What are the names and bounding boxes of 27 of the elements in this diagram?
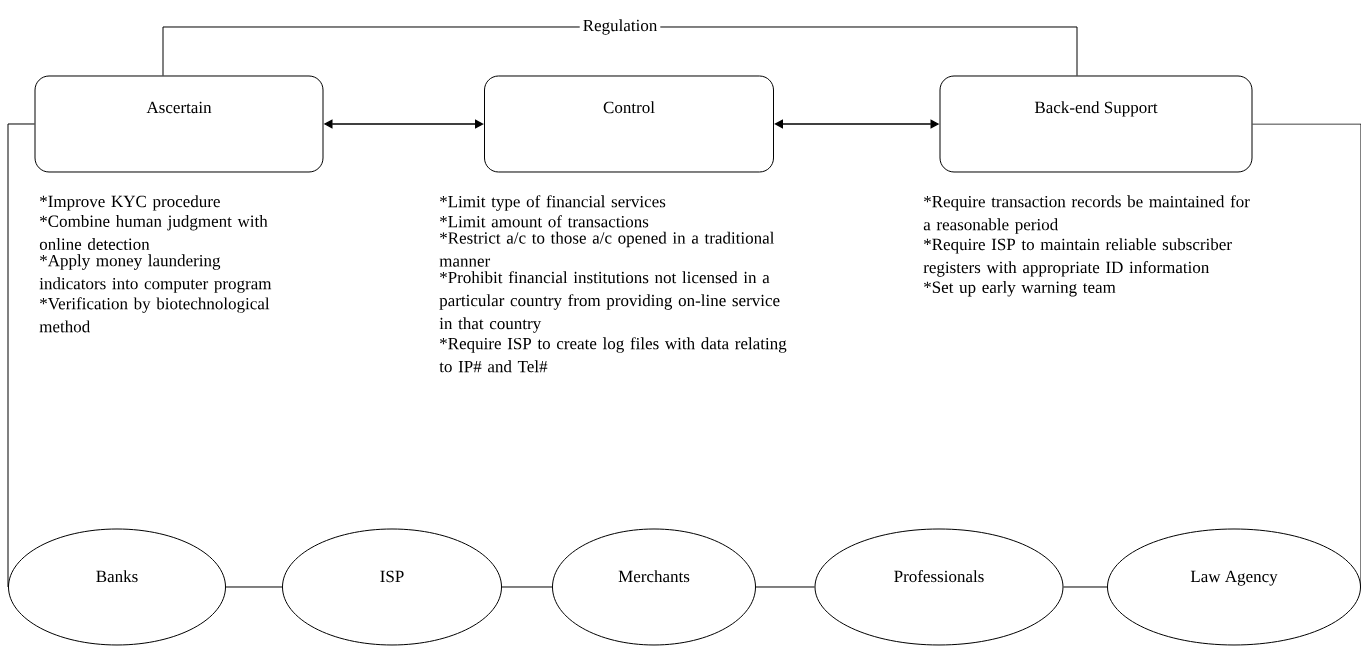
bullet-text: *Limit type of financial services (440, 195, 666, 211)
bullet-text: *Limit amount of transactions (440, 215, 649, 228)
bullet-text: *Apply money laundering indicators into computer program (39, 254, 272, 293)
process-box: Control (484, 75, 774, 173)
connector-line (1063, 586, 1108, 588)
bullet-text: *Improve KYC procedure (40, 195, 220, 211)
bullet-text: *Set up early warning team (924, 281, 1116, 297)
ellipse-node: Professionals (814, 528, 1064, 646)
bullet-text: *Require ISP to create log files with data relating to IP# and Tel# (439, 337, 787, 373)
edge-label: Regulation (579, 16, 661, 38)
ellipse-node: Merchants (552, 528, 756, 646)
bullet-text: *Prohibit financial institutions not licensed in a particular country from providing on-line service in that country (439, 271, 780, 333)
ellipse-node: Law Agency (1107, 528, 1361, 646)
process-box: Back-end Support (939, 75, 1253, 173)
bullet-text: *Require transaction records be maintained for a reasonable period (923, 195, 1250, 234)
connector-line (162, 26, 1078, 76)
ellipse-node: ISP (282, 528, 502, 646)
bullet-text: *Require ISP to maintain reliable subscriber registers with appropriate ID information (923, 238, 1232, 277)
connector-line (501, 586, 553, 588)
connector-line (225, 586, 283, 588)
connector-line (7, 123, 35, 588)
bullet-text: *Restrict a/c to those a/c opened in a traditional manner (439, 231, 775, 267)
bullet-text: *Combine human judgment with online detection (39, 215, 268, 250)
connector-line (755, 586, 815, 588)
ellipse-node: Banks (8, 528, 226, 646)
process-box: Ascertain (34, 75, 324, 173)
bullet-text: *Verification by biotechnological method (39, 297, 270, 333)
